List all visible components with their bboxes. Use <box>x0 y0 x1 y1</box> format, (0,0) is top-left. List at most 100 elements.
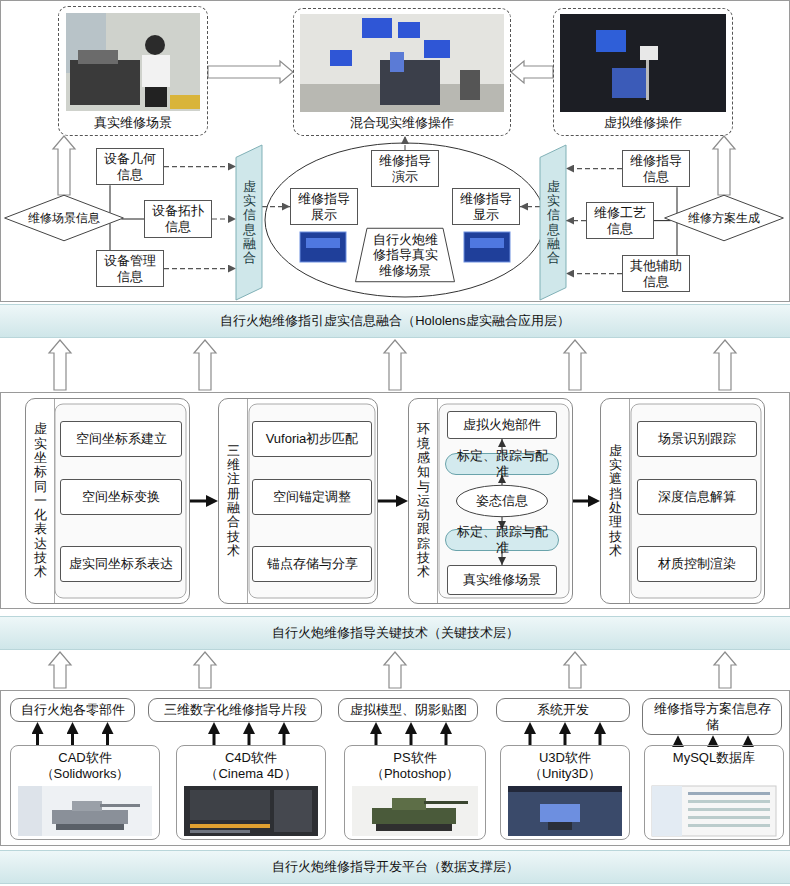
node-text: 锚点存储与分享 <box>267 556 358 572</box>
node-text: Vuforia初步匹配 <box>266 431 359 447</box>
mixed-reality-photo <box>390 52 404 72</box>
node-text: 真实维修场景 <box>463 572 541 588</box>
dashed-arrow <box>566 168 622 169</box>
decision-diamond: 维修方案生成 <box>664 195 784 241</box>
node-text: 标定、跟踪与配准 <box>452 448 552 479</box>
c4d-screenshot <box>184 786 318 836</box>
vertical-label: 虚实遮挡处理技术 <box>609 444 622 558</box>
mysql-screenshot <box>652 786 776 836</box>
node-text: 其他辅助信息 <box>629 258 683 289</box>
hollow-arrow <box>49 340 71 390</box>
flow-arrow <box>36 728 39 745</box>
virtual-scene-photo <box>560 14 726 112</box>
decision-diamond-shape <box>5 195 124 241</box>
real-scene-photo <box>142 55 170 87</box>
hollow-arrow <box>511 61 553 83</box>
unity-screenshot <box>508 786 622 836</box>
ps-screenshot <box>376 824 452 831</box>
link-line <box>121 218 144 219</box>
ps-screenshot <box>352 786 478 836</box>
hollow-arrow <box>713 136 735 195</box>
cad-screenshot <box>18 786 42 836</box>
dashed-arrow <box>404 136 405 150</box>
mixed-reality-photo <box>300 14 504 112</box>
cad-screenshot <box>18 786 152 836</box>
fusion-band-shape <box>236 145 262 300</box>
real-scene-photo <box>66 13 200 111</box>
dashed-arrow <box>262 206 290 207</box>
cad-screenshot <box>56 824 124 830</box>
software-box: MySQL数据库 <box>644 745 784 840</box>
dashed-arrow <box>520 206 540 207</box>
link-line <box>676 187 677 213</box>
inner-panel <box>55 404 186 598</box>
node-text: 空间坐标系建立 <box>76 431 167 447</box>
tech-panel: 虚实坐标同一化表达技术空间坐标系建立空间坐标变换虚实同坐标系表达 <box>25 398 190 604</box>
hollow-arrow <box>194 652 216 688</box>
virtual-scene-photo <box>560 14 726 112</box>
process-pill: 标定、跟踪与配准 <box>445 453 559 475</box>
flow-arrow <box>248 728 251 745</box>
inner-panel <box>439 404 569 598</box>
hollow-arrow <box>53 136 75 195</box>
dashed-arrow <box>164 166 236 167</box>
layer-frame <box>1 393 790 609</box>
virtual-scene-photo <box>596 30 626 52</box>
c4d-screenshot <box>184 786 318 836</box>
node-text: 虚拟模型、阴影贴图 <box>350 702 467 718</box>
unity-screenshot <box>508 786 622 836</box>
ps-screenshot <box>424 801 468 804</box>
node-text: 自行火炮各零部件 <box>21 702 125 718</box>
pose-ellipse: 姿态信息 <box>456 485 548 517</box>
unity-screenshot <box>508 786 622 792</box>
fusion-band-shape <box>540 145 566 300</box>
tech-box: 空间坐标变换 <box>60 479 182 515</box>
flow-arrow <box>599 728 602 745</box>
info-box: 维修指导显示 <box>452 188 520 225</box>
tech-box: 真实维修场景 <box>447 565 557 595</box>
panel-label-column: 三维注册融合技术 <box>219 399 248 603</box>
output-tag: 三维数字化维修指导片段 <box>148 698 322 722</box>
node-text: 设备拓扑信息 <box>151 203 205 234</box>
software-box: PS软件 （Photoshop） <box>344 745 486 840</box>
layer-frame <box>1 1 790 302</box>
flow-arrow <box>573 500 594 503</box>
node-text: 设备管理信息 <box>103 253 157 284</box>
mysql-screenshot <box>688 824 770 827</box>
hud-screenshot <box>470 238 504 248</box>
mixed-reality-photo <box>460 70 480 100</box>
output-tag: 系统开发 <box>496 698 630 722</box>
flow-arrow <box>564 728 567 745</box>
tech-panel: 环境感知与运动跟踪技术虚拟火炮部件标定、跟踪与配准姿态信息标定、跟踪与配准真实维… <box>408 398 573 604</box>
mixed-reality-photo <box>424 40 450 58</box>
node-text: C4D软件 （Cinema 4D） <box>199 750 303 781</box>
tech-box: 材质控制渲染 <box>637 546 757 582</box>
mysql-screenshot <box>652 786 682 836</box>
output-tag: 维修指导方案信息存储 <box>642 698 782 735</box>
link-line <box>654 220 671 221</box>
flow-arrow <box>375 728 378 745</box>
tech-box: Vuforia初步匹配 <box>252 421 372 457</box>
layer-section: 自行火炮维修指导开发平台（数据支撑层）自行火炮各零部件三维数字化维修指导片段虚拟… <box>0 688 790 886</box>
hollow-arrow <box>49 652 71 688</box>
real-scene-photo <box>78 50 118 64</box>
hud-screenshot <box>306 238 340 248</box>
virtual-scene-photo <box>612 68 646 98</box>
mysql-screenshot <box>688 816 770 819</box>
hollow-arrow <box>714 652 736 688</box>
node-text: 混合现实维修操作 <box>350 115 454 131</box>
vertical-label: 虚实坐标同一化表达技术 <box>34 422 47 579</box>
fusion-band: 虚实信息融合 <box>236 145 262 300</box>
flow-arrow <box>213 728 216 745</box>
flow-arrow <box>190 500 212 503</box>
flow-arrow <box>106 728 109 745</box>
node-text: 系统开发 <box>537 702 589 718</box>
node-text: 深度信息解算 <box>658 489 736 505</box>
output-tag: 自行火炮各零部件 <box>10 698 135 722</box>
vertical-label: 虚实信息融合 <box>547 180 560 266</box>
mysql-screenshot <box>688 800 770 803</box>
c4d-screenshot <box>190 830 250 833</box>
mysql-screenshot <box>652 786 776 836</box>
decision-diamond-shape <box>665 195 784 241</box>
tech-box: 深度信息解算 <box>637 479 757 515</box>
